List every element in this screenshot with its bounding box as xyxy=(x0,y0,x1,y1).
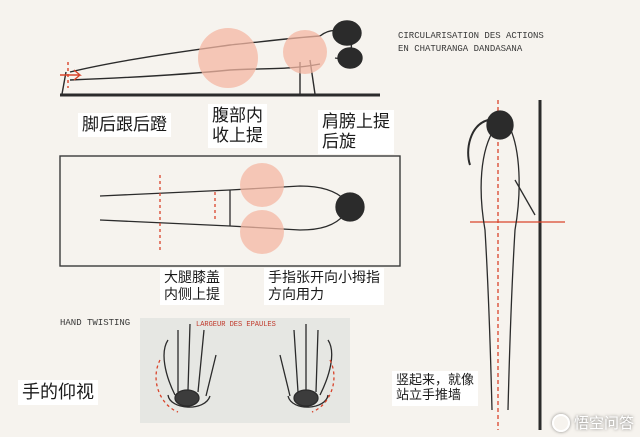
label-abdomen: 腹部内 收上提 xyxy=(208,104,267,149)
caption-hand-twisting: HAND TWISTING xyxy=(60,318,131,328)
hand-panel xyxy=(140,318,350,423)
left-hand xyxy=(163,323,217,408)
label-thighs: 大腿膝盖 内侧上提 xyxy=(160,268,224,306)
left-hand-arrow xyxy=(155,359,179,413)
label-heels: 脚后跟后蹬 xyxy=(78,113,171,138)
shoulder-highlight xyxy=(283,30,327,74)
lying-figure xyxy=(99,185,365,231)
right-hand xyxy=(279,324,333,408)
caption-palm-width: LARGEUR DES EPAULES xyxy=(196,321,276,329)
chest-highlight xyxy=(240,163,284,207)
wukong-logo-icon xyxy=(551,413,570,432)
watermark-text: 悟空问答 xyxy=(573,414,634,432)
caption-circularisation: CIRCULARISATION DES ACTIONS EN CHATURANG… xyxy=(398,31,544,54)
abdomen-highlight xyxy=(198,28,258,88)
label-fingers: 手指张开向小拇指 方向用力 xyxy=(264,268,384,306)
yoga-mat xyxy=(59,155,401,267)
standing-figure xyxy=(467,100,565,430)
label-shoulders: 肩膀上提 后旋 xyxy=(318,110,394,155)
right-hand-arrow xyxy=(311,359,335,413)
watermark: 悟空问答 xyxy=(551,412,634,433)
label-palm-view: 手的仰视 xyxy=(18,380,98,406)
heel-arrow-head xyxy=(60,69,82,81)
label-standing: 竖起来，就像 站立手推墙 xyxy=(392,371,479,406)
hip-highlight xyxy=(240,210,284,254)
